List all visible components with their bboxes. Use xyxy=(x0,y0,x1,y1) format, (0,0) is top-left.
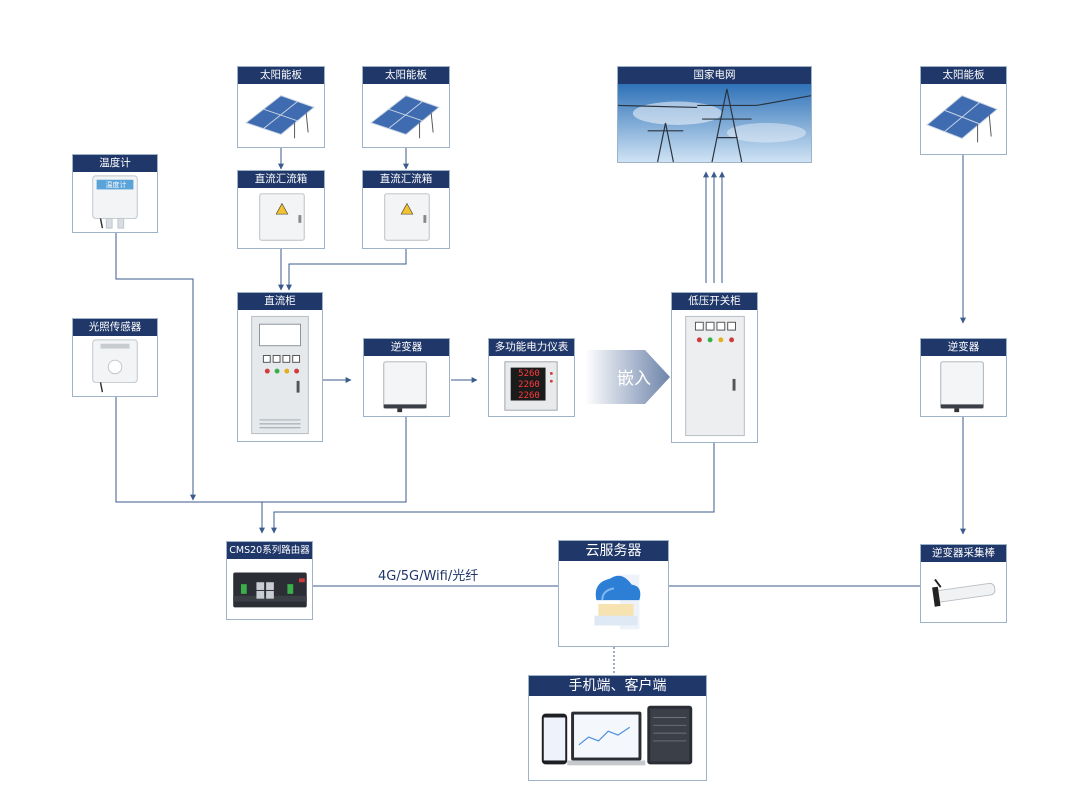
combiner-box-icon xyxy=(259,193,305,241)
devices-icon xyxy=(541,705,693,766)
dc-cabinet-icon xyxy=(251,315,309,435)
combiner-box-node-1[interactable]: 直流汇流箱 xyxy=(237,170,325,249)
power-meter-node[interactable]: 多功能电力仪表 5260 2260 2260 xyxy=(488,338,575,417)
node-title: 直流汇流箱 xyxy=(363,171,449,188)
lv-cabinet-icon xyxy=(685,315,745,437)
meter-reading-3: 2260 xyxy=(518,391,540,401)
combiner-box-icon xyxy=(384,193,430,241)
node-title: 云服务器 xyxy=(559,541,668,561)
solar-panel-icon xyxy=(370,95,440,139)
clients-node[interactable]: 手机端、客户端 xyxy=(528,675,707,781)
node-title: 太阳能板 xyxy=(921,67,1006,84)
node-title: 直流汇流箱 xyxy=(238,171,324,188)
node-title: 国家电网 xyxy=(618,67,811,84)
light-sensor-device-icon xyxy=(92,339,138,393)
inverter-icon xyxy=(940,361,984,413)
power-meter-icon xyxy=(504,361,558,411)
node-title: 逆变器采集棒 xyxy=(921,545,1006,562)
node-title: 太阳能板 xyxy=(363,67,449,84)
embed-label: 嵌入 xyxy=(617,369,651,389)
node-title: 多功能电力仪表 xyxy=(489,339,574,356)
lv-switch-cabinet-node[interactable]: 低压开关柜 xyxy=(671,292,758,443)
grid-node[interactable]: 国家电网 xyxy=(617,66,812,163)
inverter-icon xyxy=(383,361,427,413)
solar-panel-node-2[interactable]: 太阳能板 xyxy=(362,66,450,148)
link-lightsensor-router xyxy=(115,397,265,534)
solar-panel-node-3[interactable]: 太阳能板 xyxy=(920,66,1007,155)
node-title: 逆变器 xyxy=(921,339,1006,356)
link-thermometer-router xyxy=(115,233,196,501)
node-title: 手机端、客户端 xyxy=(529,676,706,696)
inverter-collector-node[interactable]: 逆变器采集棒 xyxy=(920,544,1007,623)
thermometer-node[interactable]: 温度计 温度计 xyxy=(72,154,158,233)
light-sensor-node[interactable]: 光照传感器 xyxy=(72,318,158,397)
meter-reading-1: 5260 xyxy=(518,369,540,379)
node-title: 逆变器 xyxy=(364,339,449,356)
solar-panel-icon xyxy=(926,95,998,143)
meter-reading-2: 2260 xyxy=(518,380,540,390)
collector-stick-icon xyxy=(932,578,996,607)
node-title: CMS20系列路由器 xyxy=(227,542,312,559)
node-title: 太阳能板 xyxy=(238,67,324,84)
thermometer-device-icon xyxy=(92,175,138,229)
inverter-node-1[interactable]: 逆变器 xyxy=(363,338,450,417)
router-icon xyxy=(233,572,307,608)
node-title: 光照传感器 xyxy=(73,319,157,336)
meter-readings: 5260 2260 2260 xyxy=(511,369,547,402)
combiner-box-node-2[interactable]: 直流汇流箱 xyxy=(362,170,450,249)
thermometer-screen-label: 温度计 xyxy=(105,181,127,189)
link-lv-router xyxy=(271,443,715,534)
router-node[interactable]: CMS20系列路由器 xyxy=(226,541,313,620)
cloud-server-node[interactable]: 云服务器 xyxy=(558,540,669,647)
solar-panel-icon xyxy=(245,95,315,139)
link-inverter-router xyxy=(262,417,407,503)
inverter-node-2[interactable]: 逆变器 xyxy=(920,338,1007,417)
link-combiner2-dccabinet xyxy=(286,249,407,291)
node-title: 直流柜 xyxy=(238,293,322,310)
power-tower-icon xyxy=(618,84,811,162)
node-title: 低压开关柜 xyxy=(672,293,757,310)
solar-panel-node-1[interactable]: 太阳能板 xyxy=(237,66,325,148)
network-label: 4G/5G/Wifi/光纤 xyxy=(378,569,479,584)
dc-cabinet-node[interactable]: 直流柜 xyxy=(237,292,323,442)
cloud-server-icon xyxy=(594,574,641,630)
embed-arrow xyxy=(585,350,670,404)
node-title: 温度计 xyxy=(73,155,157,172)
